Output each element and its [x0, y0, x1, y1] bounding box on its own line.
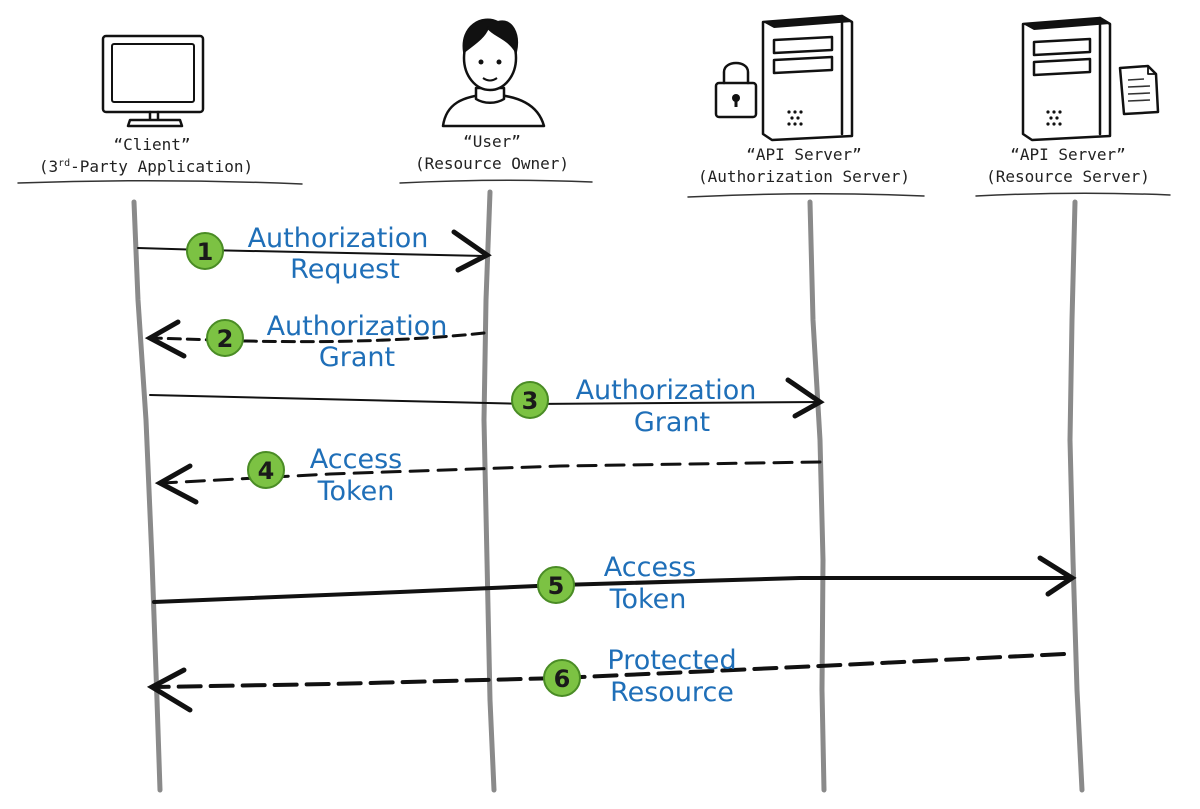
step-5-label-line1: Access — [604, 552, 696, 583]
actor-user-subtitle: (Resource Owner) — [415, 154, 569, 173]
server-with-lock-icon — [714, 14, 854, 142]
step-3-label-line1: Authorization — [576, 375, 757, 406]
step-number-1: 1 — [197, 238, 214, 266]
step-6-label-line2: Resource — [610, 677, 734, 708]
actor-client-label: “Client” (3rd-Party Application) — [17, 135, 303, 185]
user-avatar-icon — [441, 18, 546, 128]
step-1-label-line1: Authorization — [248, 223, 429, 254]
step-2-label-line1: Authorization — [267, 311, 448, 342]
arrowhead-left-icon — [144, 319, 187, 359]
message-step-2: 2 Authorization Grant — [144, 311, 486, 373]
lifeline-auth-server — [807, 199, 827, 793]
step-4-label-line2: Token — [317, 476, 395, 507]
actor-client-title: “Client” — [113, 135, 190, 154]
step-number-5: 5 — [548, 572, 565, 600]
message-step-6: 6 Protected Resource — [146, 645, 1066, 713]
step-number-4: 4 — [258, 457, 275, 485]
actor-user-title: “User” — [463, 132, 521, 151]
actor-auth-server-subtitle: (Authorization Server) — [698, 167, 910, 186]
arrowhead-left-icon — [154, 463, 199, 505]
arrowhead-left-icon — [146, 667, 193, 713]
step-2-label-line2: Grant — [319, 342, 395, 373]
step-badge-6 — [543, 659, 581, 697]
message-step-3: 3 Authorization Grant — [149, 375, 825, 438]
server-with-document-icon — [1021, 16, 1160, 142]
arrowhead-right-icon — [451, 229, 492, 273]
step-badge-5 — [537, 566, 575, 604]
step-5-label-line2: Token — [609, 584, 687, 615]
arrowhead-right-icon — [785, 377, 825, 419]
monitor-icon — [101, 34, 205, 128]
step-6-label-line1: Protected — [607, 645, 736, 676]
step-number-6: 6 — [554, 665, 571, 693]
actor-resource-server-subtitle: (Resource Server) — [986, 167, 1150, 186]
step-3-label-line2: Grant — [634, 407, 710, 438]
lifeline-client — [131, 199, 163, 793]
message-step-4: 4 Access Token — [154, 444, 822, 507]
lifeline-user — [481, 189, 497, 793]
step-4-label-line1: Access — [310, 444, 402, 475]
step-badge-4 — [247, 451, 285, 489]
step-badge-3 — [511, 381, 549, 419]
step-1-label-line2: Request — [290, 254, 400, 285]
actor-client-subtitle: (3rd-Party Application) — [39, 157, 253, 176]
step-number-3: 3 — [522, 387, 539, 415]
actor-resource-server-title: “API Server” — [1010, 145, 1126, 164]
actor-resource-server-label: “API Server” (Resource Server) — [975, 145, 1171, 197]
lifeline-resource-server — [1067, 199, 1085, 793]
arrowhead-right-icon — [1037, 555, 1077, 597]
actor-auth-server-title: “API Server” — [746, 145, 862, 164]
step-badge-2 — [206, 319, 244, 357]
actor-auth-server-label: “API Server” (Authorization Server) — [687, 145, 925, 198]
actor-user-label: “User” (Resource Owner) — [399, 132, 593, 184]
message-step-5: 5 Access Token — [152, 552, 1077, 615]
step-number-2: 2 — [217, 325, 234, 353]
step-badge-1 — [186, 232, 224, 270]
message-step-1: 1 Authorization Request — [137, 223, 492, 285]
